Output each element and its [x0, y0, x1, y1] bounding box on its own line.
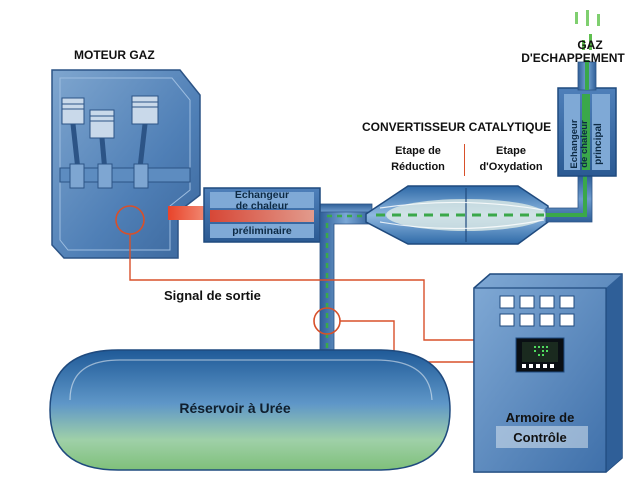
reduction-label-line1: Etape de [395, 145, 441, 157]
main-exchanger-label-line3: principal [593, 123, 604, 165]
urea-pipe [313, 211, 373, 351]
urea-tank [49, 349, 451, 471]
gas-engine [51, 69, 201, 259]
pre-exchanger-label-line1: Echangeur [234, 189, 290, 201]
catalytic-converter [365, 185, 549, 245]
converter-label: CONVERTISSEUR CATALYTIQUE [362, 120, 552, 134]
exhaust-label-line1: GAZ [577, 38, 603, 52]
pre-exchanger-label-line2: de chaleur [235, 200, 289, 212]
oxidation-label-line2: d'Oxydation [479, 161, 543, 173]
control-cabinet [473, 273, 623, 473]
tank-label: Réservoir à Urée [179, 400, 291, 416]
pre-heat-exchanger [203, 187, 321, 243]
output-signal-label: Signal de sortie [164, 288, 261, 303]
stage-divider [464, 144, 465, 176]
main-heat-exchanger [557, 10, 617, 177]
main-exchanger-label: Echangeur de chaleur principal [569, 96, 610, 192]
engine-label: MOTEUR GAZ [74, 48, 155, 62]
main-exchanger-label-line2: de chaleur [579, 120, 590, 168]
cabinet-label-line2: Contrôle [513, 430, 567, 445]
signal-lines [129, 234, 480, 363]
cabinet-label-line1: Armoire de [505, 410, 575, 425]
oxidation-label-line1: Etape [496, 145, 526, 157]
exhaust-label-line2: D'ECHAPPEMENT [521, 51, 625, 65]
pre-exchanger-label-line3: préliminaire [232, 225, 292, 237]
reduction-label-line2: Réduction [391, 161, 445, 173]
